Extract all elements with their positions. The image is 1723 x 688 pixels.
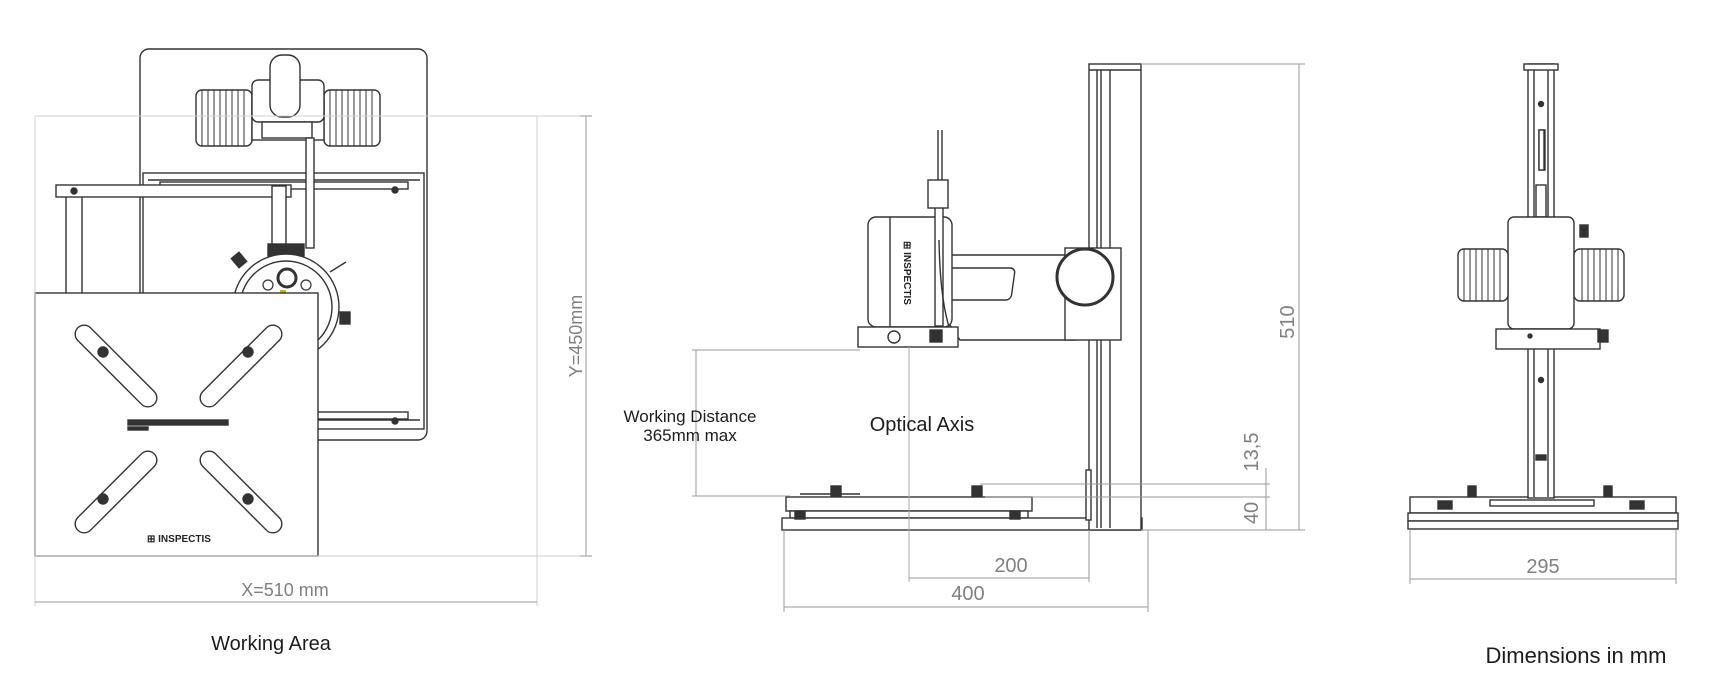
base-slots (74, 324, 283, 534)
arm (55, 184, 292, 198)
side-ring-light (857, 326, 959, 348)
side-view-logo: ⊞ INSPECTIS (901, 241, 912, 305)
top-view-dimensions (34, 115, 592, 606)
x-dimension-label: X=510 mm (241, 580, 329, 600)
top-view (34, 48, 428, 557)
height-dimension-label: 510 (1277, 305, 1299, 338)
front-ring-light (1495, 328, 1601, 350)
front-view (1407, 63, 1679, 530)
width-dimension-label: 295 (1526, 556, 1559, 578)
working-area-caption: Working Area (211, 633, 332, 655)
units-note: Dimensions in mm (1486, 643, 1667, 668)
optical-axis-label: Optical Axis (870, 414, 974, 436)
side-view (781, 63, 1143, 531)
working-distance-label-line2: 365mm max (643, 426, 737, 445)
gap-dimension-label: 13,5 (1241, 433, 1263, 472)
base-dimension-label: 40 (1241, 502, 1263, 524)
working-distance-label-line1: Working Distance (624, 407, 757, 426)
depth-dimension-label: 400 (951, 583, 984, 605)
y-dimension-label: Y=450mm (566, 295, 586, 378)
front-camera-body (1507, 216, 1575, 330)
top-view-logo: ⊞ INSPECTIS (147, 534, 211, 545)
side-view-dimensions (692, 63, 1305, 612)
axis-offset-dimension-label: 200 (994, 555, 1027, 577)
front-view-dimensions (1409, 530, 1677, 584)
